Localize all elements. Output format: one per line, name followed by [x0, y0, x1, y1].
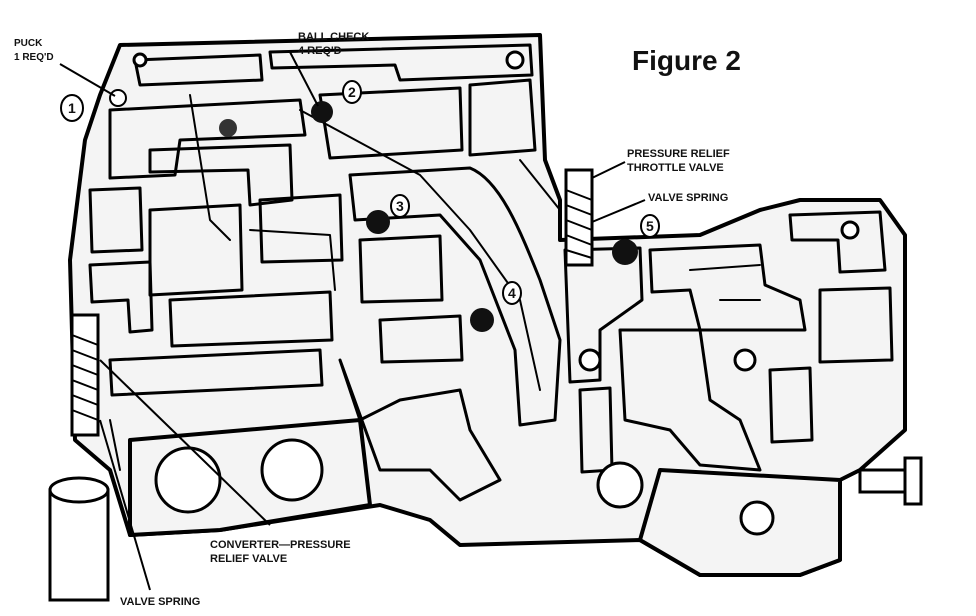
svg-text:2: 2	[348, 84, 356, 100]
fluid-passages	[88, 43, 894, 502]
check-ball-3	[470, 308, 494, 332]
right-plunger	[858, 456, 923, 506]
pressure-relief-label: PRESSURE RELIEF	[627, 148, 730, 160]
check-ball-4	[612, 239, 638, 265]
svg-text:1: 1	[68, 100, 76, 116]
svg-text:5: 5	[646, 218, 654, 234]
leader-lines	[59, 51, 646, 591]
svg-text:3: 3	[396, 198, 404, 214]
relief-valve-label: RELIEF VALVE	[210, 553, 287, 565]
callout-3: 3	[390, 194, 410, 218]
ball-check-qty-label: 4 REQ'D	[298, 45, 342, 57]
puck-qty-label: 1 REQ'D	[14, 52, 54, 63]
ball-check-label: BALL CHECK	[298, 31, 369, 43]
left-cylinder	[48, 476, 110, 602]
puck-label: PUCK	[14, 38, 43, 49]
valve-spring-left	[70, 313, 100, 437]
check-ball-2	[366, 210, 390, 234]
figure-title: Figure 2	[632, 45, 741, 76]
valve-spring-bottom-label: VALVE SPRING	[120, 596, 200, 608]
converter-relief-label: CONVERTER—PRESSURE	[210, 539, 351, 551]
callout-markers: 1 2 3 4 5	[60, 80, 660, 305]
callout-1: 1	[60, 94, 84, 122]
throttle-valve-label: THROTTLE VALVE	[627, 162, 724, 174]
labels: PUCK 1 REQ'D BALL CHECK 4 REQ'D PRESSURE…	[14, 31, 730, 608]
callout-5: 5	[640, 214, 660, 238]
pressure-relief-spring	[564, 168, 594, 267]
callout-4: 4	[502, 281, 522, 305]
puck-marker	[109, 89, 127, 107]
valve-spring-right-label: VALVE SPRING	[648, 192, 728, 204]
svg-text:4: 4	[508, 285, 516, 301]
bores	[132, 50, 860, 536]
check-balls	[109, 89, 638, 332]
puck	[219, 119, 237, 137]
check-ball-1	[311, 101, 333, 123]
callout-2: 2	[342, 80, 362, 104]
